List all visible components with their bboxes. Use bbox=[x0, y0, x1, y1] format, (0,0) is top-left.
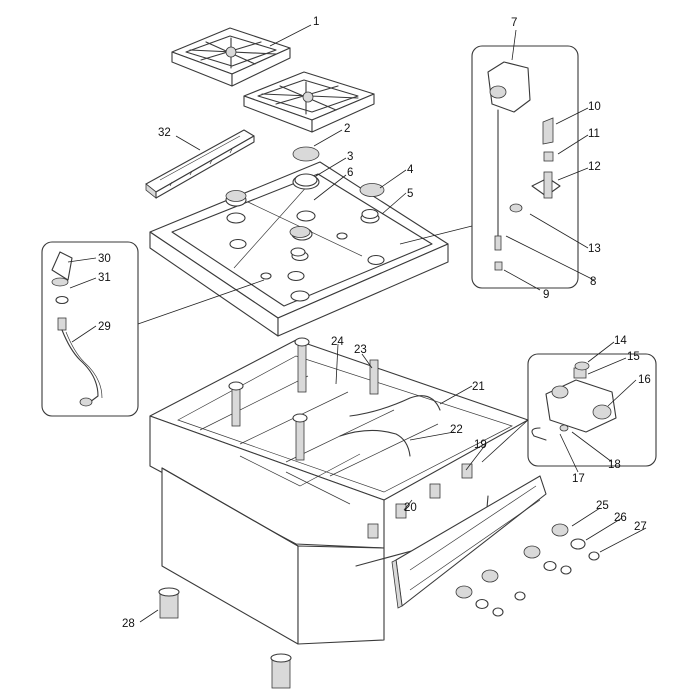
part-label: 27 bbox=[634, 521, 647, 533]
adjustable-feet bbox=[158, 587, 292, 689]
part-label: 23 bbox=[354, 344, 367, 356]
part-label: 20 bbox=[404, 502, 417, 514]
part-label: 9 bbox=[543, 289, 549, 301]
part-label: 6 bbox=[347, 167, 353, 179]
side-rail bbox=[145, 129, 255, 199]
part-label: 12 bbox=[588, 161, 601, 173]
part-label: 10 bbox=[588, 101, 601, 113]
leader-lines bbox=[67, 24, 647, 623]
gas-valves bbox=[367, 463, 473, 539]
part-label: 15 bbox=[627, 351, 640, 363]
burner-assemblies bbox=[228, 337, 379, 461]
part-label: 22 bbox=[450, 424, 463, 436]
pan-support-left bbox=[171, 27, 291, 87]
part-label: 13 bbox=[588, 243, 601, 255]
part-label: 17 bbox=[572, 473, 585, 485]
part-label: 16 bbox=[638, 374, 651, 386]
part-label: 5 bbox=[407, 188, 413, 200]
detail-box-thermocouple bbox=[471, 45, 579, 289]
part-label: 28 bbox=[122, 618, 135, 630]
part-label: 32 bbox=[158, 127, 171, 139]
part-label: 8 bbox=[590, 276, 596, 288]
part-label: 3 bbox=[347, 151, 353, 163]
control-panel bbox=[391, 475, 600, 617]
part-label: 1 bbox=[313, 16, 319, 28]
part-label: 19 bbox=[474, 439, 487, 451]
part-label: 21 bbox=[472, 381, 485, 393]
part-label: 4 bbox=[407, 164, 414, 176]
part-label: 24 bbox=[331, 336, 344, 348]
part-label: 7 bbox=[511, 17, 517, 29]
part-number-labels: 1 2 3 4 5 6 7 8 9 10 11 12 13 14 15 16 1… bbox=[98, 16, 651, 630]
hob-top bbox=[149, 146, 449, 337]
part-label: 14 bbox=[614, 335, 627, 347]
cabinet-body bbox=[149, 337, 529, 645]
detail-box-gas-hose bbox=[41, 241, 139, 417]
part-label: 29 bbox=[98, 321, 111, 333]
pan-support-grates bbox=[171, 27, 375, 133]
control-knobs bbox=[455, 523, 600, 617]
part-label: 2 bbox=[344, 123, 350, 135]
part-label: 25 bbox=[596, 500, 609, 512]
part-label: 18 bbox=[608, 459, 621, 471]
part-label: 26 bbox=[614, 512, 627, 524]
part-label: 31 bbox=[98, 272, 111, 284]
detail-box-gas-tap bbox=[527, 353, 657, 467]
burner-caps bbox=[225, 146, 385, 257]
part-label: 30 bbox=[98, 253, 111, 265]
pan-support-right bbox=[243, 71, 375, 133]
part-label: 11 bbox=[588, 128, 600, 140]
